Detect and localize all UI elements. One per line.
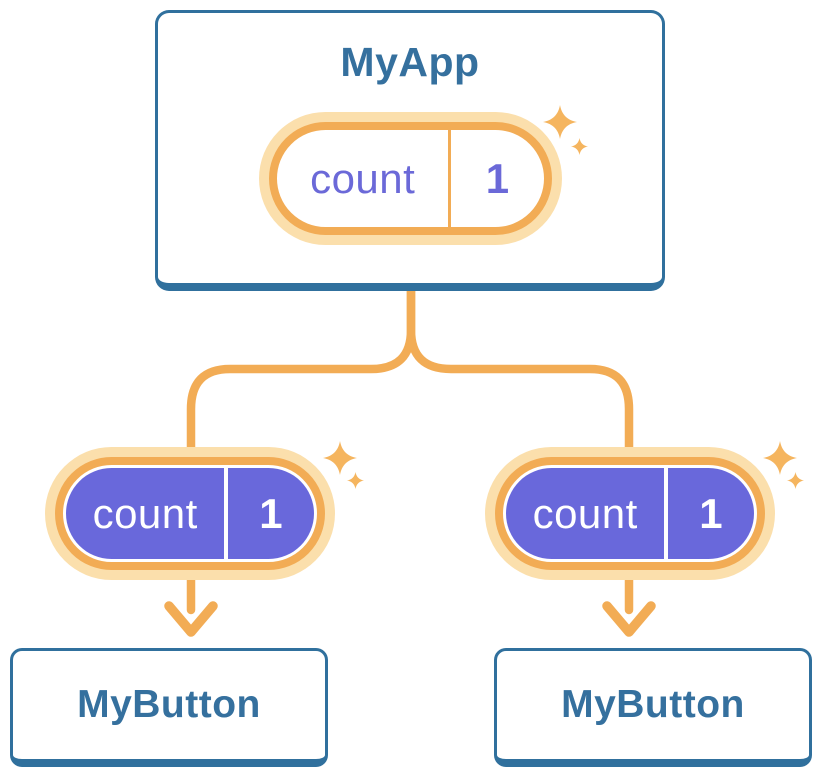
mybutton-card-left: MyButton [10,648,328,767]
root-state-pill: count 1 [269,122,552,235]
root-state-pill-inner: count 1 [277,130,544,227]
mybutton-left-title: MyButton [77,683,261,726]
sparkle-small-icon [347,472,364,489]
mybutton-right-title: MyButton [561,683,745,726]
myapp-card-title: MyApp [340,39,480,85]
child-right-state-name: count [532,489,638,537]
branch-left-line [186,283,416,615]
child-left-state-value: 1 [224,468,314,559]
sparkle-small-icon [787,472,804,489]
sparkle-large-icon [543,105,577,139]
sparkle-large-icon [763,441,797,475]
branch-right-line [406,283,634,615]
child-right-state-pill: count 1 [495,457,765,570]
root-state-name: count [310,154,416,202]
arrowhead-left-icon [164,601,218,637]
arrowhead-right-icon [602,601,656,637]
sparkle-large-icon [323,441,357,475]
child-left-state-pill-inner: count 1 [66,468,314,559]
mybutton-card-right: MyButton [494,648,812,767]
sparkle-small-icon [571,138,588,155]
child-left-state-pill: count 1 [55,457,325,570]
child-right-state-pill-inner: count 1 [506,468,754,559]
root-state-value: 1 [448,130,544,227]
child-right-state-value: 1 [664,468,754,559]
child-left-state-name: count [92,489,198,537]
